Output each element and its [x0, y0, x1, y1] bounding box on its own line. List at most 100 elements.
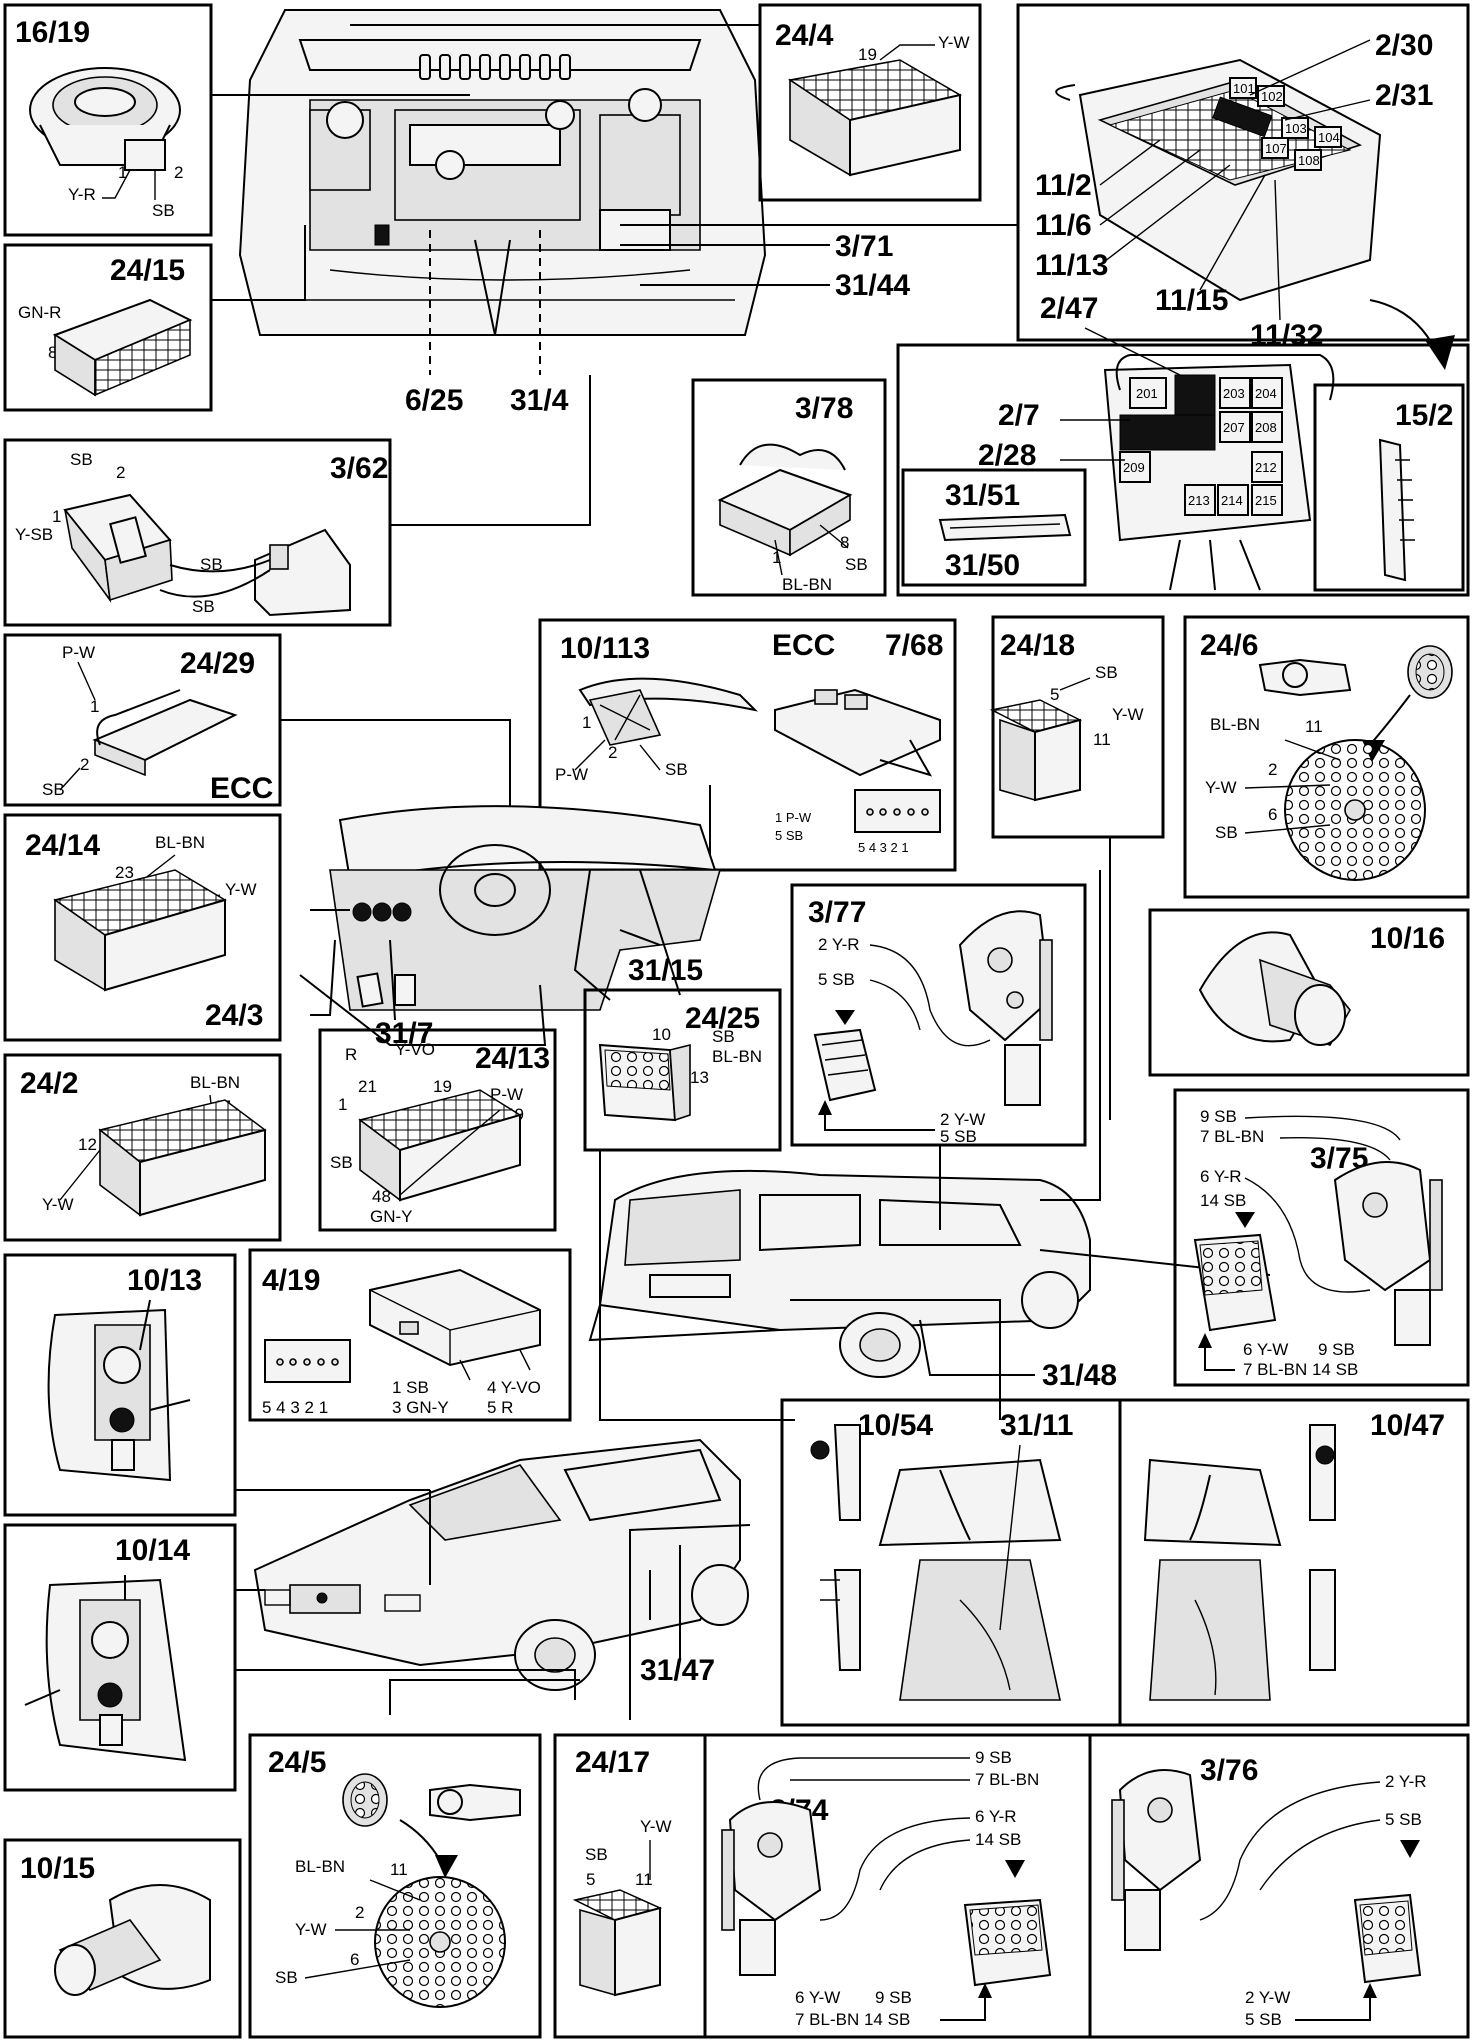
svg-text:24/14: 24/14 [25, 829, 100, 862]
svg-text:23: 23 [115, 863, 134, 882]
svg-text:24/6: 24/6 [1200, 629, 1258, 662]
svg-text:21: 21 [358, 1077, 377, 1096]
callouts-3-71-31-44: 3/71 31/44 [620, 224, 1018, 302]
svg-text:24/15: 24/15 [110, 254, 185, 287]
component-3-74-door-lock: 3/74 9 SB 7 BL-BN 6 Y-R 14 SB 6 Y-W 9 SB… [703, 1733, 1092, 2039]
svg-text:11/2: 11/2 [1035, 169, 1092, 202]
svg-text:Y-W: Y-W [42, 1195, 74, 1214]
svg-text:24/18: 24/18 [1000, 629, 1075, 662]
svg-text:2 Y-R: 2 Y-R [818, 935, 860, 954]
svg-text:2: 2 [355, 1903, 364, 1922]
svg-text:2/7: 2/7 [998, 399, 1040, 432]
svg-text:SB: SB [200, 555, 223, 574]
component-10-47-lamp: 10/47 [1118, 1398, 1470, 1727]
component-3-75-door-lock: 3/75 9 SB 7 BL-BN 6 Y-R 14 SB 6 Y-W 9 SB… [1173, 1088, 1470, 1387]
svg-text:2/28: 2/28 [978, 439, 1036, 472]
svg-text:24/17: 24/17 [575, 1746, 650, 1779]
svg-text:24/2: 24/2 [20, 1067, 78, 1100]
svg-text:ECC: ECC [210, 772, 273, 805]
svg-text:212: 212 [1255, 460, 1277, 475]
svg-text:6 Y-R: 6 Y-R [975, 1807, 1017, 1826]
svg-text:101: 101 [1233, 81, 1255, 96]
svg-text:5 SB: 5 SB [1245, 2010, 1282, 2029]
component-10-16-lamp: 10/16 [1148, 908, 1470, 1077]
svg-text:6 Y-W: 6 Y-W [1243, 1340, 1288, 1359]
svg-text:BL-BN: BL-BN [1210, 715, 1260, 734]
component-10-113-and-7-68: 10/113 ECC 7/68 1 2 P-W SB 1 P-W 5 SB 5 … [538, 618, 957, 872]
svg-text:3/62: 3/62 [330, 452, 388, 485]
svg-text:31/50: 31/50 [945, 549, 1020, 582]
svg-text:14 SB: 14 SB [975, 1830, 1021, 1849]
svg-text:11: 11 [635, 1870, 653, 1889]
svg-text:R: R [345, 1045, 357, 1064]
svg-text:3/78: 3/78 [795, 392, 853, 425]
svg-text:7/68: 7/68 [885, 629, 943, 662]
svg-text:2 Y-R: 2 Y-R [1385, 1772, 1427, 1791]
svg-text:BL-BN: BL-BN [190, 1073, 240, 1092]
component-10-14-lamp: 10/14 [3, 1523, 237, 1792]
svg-text:4 Y-VO: 4 Y-VO [487, 1378, 541, 1397]
svg-text:1: 1 [52, 507, 61, 526]
svg-text:8: 8 [840, 533, 849, 552]
svg-text:31/15: 31/15 [628, 954, 703, 987]
svg-text:10/113: 10/113 [560, 632, 650, 665]
svg-text:1: 1 [90, 697, 99, 716]
svg-text:15/2: 15/2 [1395, 399, 1453, 432]
svg-text:SB: SB [152, 201, 175, 220]
svg-text:7 BL-BN 14 SB: 7 BL-BN 14 SB [1243, 1360, 1358, 1379]
svg-text:1: 1 [582, 713, 591, 732]
central-electronic-module-fuse-box: 2/30 2/31 101 102 103 104 107 108 11/2 1… [1016, 3, 1470, 370]
svg-text:SB: SB [1095, 663, 1118, 682]
svg-text:13: 13 [690, 1068, 709, 1087]
svg-text:31/44: 31/44 [835, 269, 910, 302]
svg-text:10/16: 10/16 [1370, 922, 1445, 955]
svg-text:203: 203 [1223, 386, 1245, 401]
svg-text:9 SB: 9 SB [975, 1748, 1012, 1767]
svg-text:208: 208 [1255, 420, 1277, 435]
component-24-17-connector: 24/17 Y-W SB 5 11 [553, 1733, 707, 2039]
component-3-78-switch: 3/78 1 8 SB BL-BN [691, 378, 887, 597]
svg-text:5 R: 5 R [487, 1398, 513, 1417]
svg-text:24/13: 24/13 [475, 1042, 550, 1075]
svg-text:Y-R: Y-R [68, 185, 96, 204]
svg-text:214: 214 [1221, 493, 1243, 508]
svg-text:BL-BN: BL-BN [155, 833, 205, 852]
svg-text:103: 103 [1285, 121, 1307, 136]
component-24-29-switch: 24/29 ECC P-W 1 2 SB [3, 633, 511, 810]
svg-text:6: 6 [350, 1950, 359, 1969]
svg-text:102: 102 [1261, 89, 1283, 104]
svg-text:BL-BN: BL-BN [782, 575, 832, 594]
svg-text:11/6: 11/6 [1035, 209, 1092, 242]
svg-text:10/47: 10/47 [1370, 1409, 1445, 1442]
svg-text:2 Y-W: 2 Y-W [940, 1110, 985, 1129]
component-3-77-door-lock: 3/77 2 Y-R 5 SB 2 Y-W 5 SB [790, 883, 1087, 1147]
svg-text:19: 19 [858, 45, 877, 64]
svg-text:1 P-W: 1 P-W [775, 810, 812, 825]
svg-text:6 Y-R: 6 Y-R [1200, 1167, 1242, 1186]
component-10-54-and-31-11: 10/54 31/11 [780, 1398, 1122, 1727]
svg-text:11/15: 11/15 [1155, 284, 1228, 317]
svg-text:11/32: 11/32 [1250, 319, 1323, 352]
svg-text:10/54: 10/54 [858, 1409, 933, 1442]
engine-vent-grille [419, 54, 571, 80]
component-3-62-switch: 3/62 SB 2 1 Y-SB SB SB [3, 375, 591, 627]
svg-text:5: 5 [1050, 685, 1059, 704]
svg-text:P-W: P-W [490, 1085, 523, 1104]
svg-text:SB: SB [845, 555, 868, 574]
svg-text:Y-SB: Y-SB [15, 525, 53, 544]
svg-text:Y-W: Y-W [295, 1920, 327, 1939]
svg-text:5 SB: 5 SB [940, 1127, 977, 1146]
svg-text:24/25: 24/25 [685, 1002, 760, 1035]
svg-text:Y-W: Y-W [640, 1817, 672, 1836]
svg-text:31/11: 31/11 [1000, 1409, 1073, 1442]
svg-text:SB: SB [665, 760, 688, 779]
svg-text:31/51: 31/51 [945, 479, 1020, 512]
svg-text:10/14: 10/14 [115, 1534, 190, 1567]
svg-text:SB: SB [42, 780, 65, 799]
svg-text:24/29: 24/29 [180, 647, 255, 680]
svg-text:213: 213 [1188, 493, 1210, 508]
svg-text:BL-BN: BL-BN [295, 1857, 345, 1876]
svg-text:SB: SB [712, 1027, 735, 1046]
svg-text:5 4 3 2 1: 5 4 3 2 1 [858, 840, 909, 855]
svg-text:5 SB: 5 SB [1385, 1810, 1422, 1829]
